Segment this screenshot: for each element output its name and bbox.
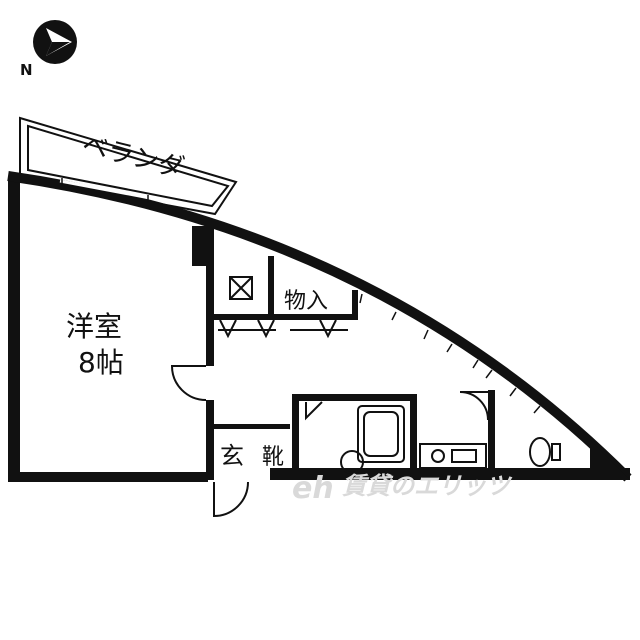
shoe-box-label: 靴 [262,445,284,470]
kitchen-counter [419,443,487,469]
bath-door [305,401,323,421]
entrance-label: 玄 [220,442,244,470]
outer-walls [7,171,632,482]
wall-tip [590,440,630,480]
western-room-size: 8帖 [78,346,124,379]
left-wall [8,176,20,482]
partition-vertical-lower [206,400,214,480]
partition-vertical [206,226,214,366]
watermark-text: 賃貸のエリッツ [342,472,513,500]
window-marks [61,178,541,414]
closet-right [352,290,358,320]
doors [170,365,489,518]
interior-walls [192,226,495,480]
watermark: eh 賃貸のエリッツ [292,471,513,506]
entrance-top [214,424,290,429]
closet-bottom [214,314,354,320]
bath-right [410,394,417,474]
toilet [529,437,561,467]
toilet-door [459,391,489,421]
closet-fixtures [218,276,348,339]
compass: N [20,20,77,79]
bath-left [292,394,299,474]
bathtub [357,405,405,463]
closet-divider [268,256,274,318]
entrance-door [213,481,249,518]
shaft-box [229,276,253,300]
compass-icon [33,20,77,64]
windows [59,179,541,412]
toilet-wall [488,390,495,470]
watermark-logo: eh [292,471,334,506]
western-room-door [170,365,207,401]
bottom-wall-left [8,472,208,482]
bath-top [292,394,416,401]
wash-basin [340,450,364,474]
western-room-label: 洋室 [66,310,122,343]
storage-label: 物入 [284,289,328,314]
curved-wall [7,171,632,482]
veranda-label: ベランダ [79,130,187,184]
bottom-wall-right [270,468,630,480]
north-label: N [20,61,33,79]
